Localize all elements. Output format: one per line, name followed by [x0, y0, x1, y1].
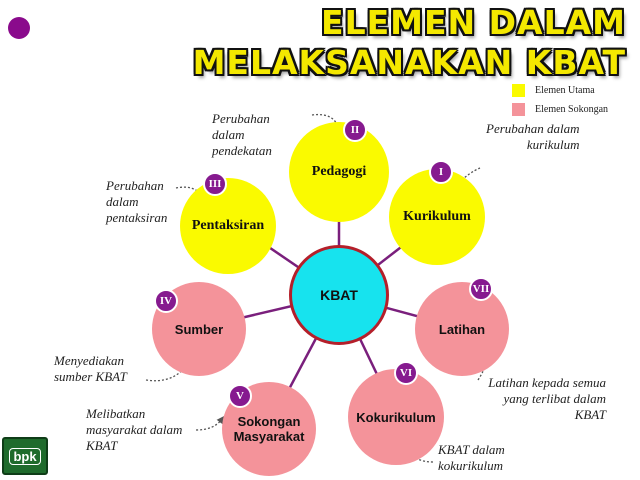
node-sokongan-label: Sokongan Masyarakat: [233, 414, 305, 444]
badge-sumber: IV: [154, 289, 178, 313]
badge-kokurikulum: VI: [394, 361, 418, 385]
node-pedagogi-label: Pedagogi: [311, 164, 367, 179]
bpk-logo-text: bpk: [9, 447, 41, 465]
node-kokurikulum-label: Kokurikulum: [356, 409, 436, 425]
annotation-kurikulum: Perubahan dalam kurikulum: [486, 121, 580, 152]
badge-pedagogi: II: [343, 118, 367, 142]
decorative-dot: [8, 17, 30, 39]
node-kurikulum-label: Kurikulum: [403, 209, 471, 224]
legend-swatch-utama: [512, 84, 525, 97]
node-kokurikulum: Kokurikulum: [348, 369, 444, 465]
hub-label: KBAT: [320, 287, 358, 303]
annotation-latihan: Latihan kepada semua yang terlibat dalam…: [488, 375, 606, 422]
annotation-sokongan: Melibatkan masyarakat dalam KBAT: [86, 406, 183, 453]
title-line-2: MELAKSANAKAN KBAT: [192, 43, 626, 82]
annotation-pedagogi: Perubahan dalam pendekatan: [212, 111, 272, 158]
node-sumber-label: Sumber: [174, 321, 224, 337]
legend-item-utama: Elemen Utama: [512, 84, 595, 97]
node-pentaksiran-label: Pentaksiran: [191, 218, 265, 233]
node-pedagogi: Pedagogi: [289, 122, 389, 222]
legend-item-sokongan: Elemen Sokongan: [512, 103, 608, 116]
legend-swatch-sokongan: [512, 103, 525, 116]
hub-kbat: KBAT: [289, 245, 389, 345]
arrow-sokongan: [195, 415, 225, 431]
legend-label-sokongan: Elemen Sokongan: [535, 104, 609, 115]
annotation-kokurikulum: KBAT dalam kokurikulum: [438, 442, 505, 473]
node-latihan: Latihan: [415, 282, 509, 376]
badge-kurikulum: I: [429, 160, 453, 184]
annotation-pentaksiran: Perubahan dalam pentaksiran: [106, 178, 168, 225]
badge-sokongan: V: [228, 384, 252, 408]
title-line-1: ELEMEN DALAM: [321, 3, 626, 42]
legend-label-utama: Elemen Utama: [535, 85, 595, 96]
arrow-kurikulum: [453, 167, 481, 188]
badge-latihan: VII: [469, 277, 493, 301]
bpk-logo: bpk: [2, 437, 48, 475]
annotation-sumber: Menyediakan sumber KBAT: [54, 353, 127, 384]
node-latihan-label: Latihan: [438, 321, 486, 337]
badge-pentaksiran: III: [203, 172, 227, 196]
node-pentaksiran: Pentaksiran: [180, 178, 276, 274]
node-kurikulum: Kurikulum: [389, 169, 485, 265]
